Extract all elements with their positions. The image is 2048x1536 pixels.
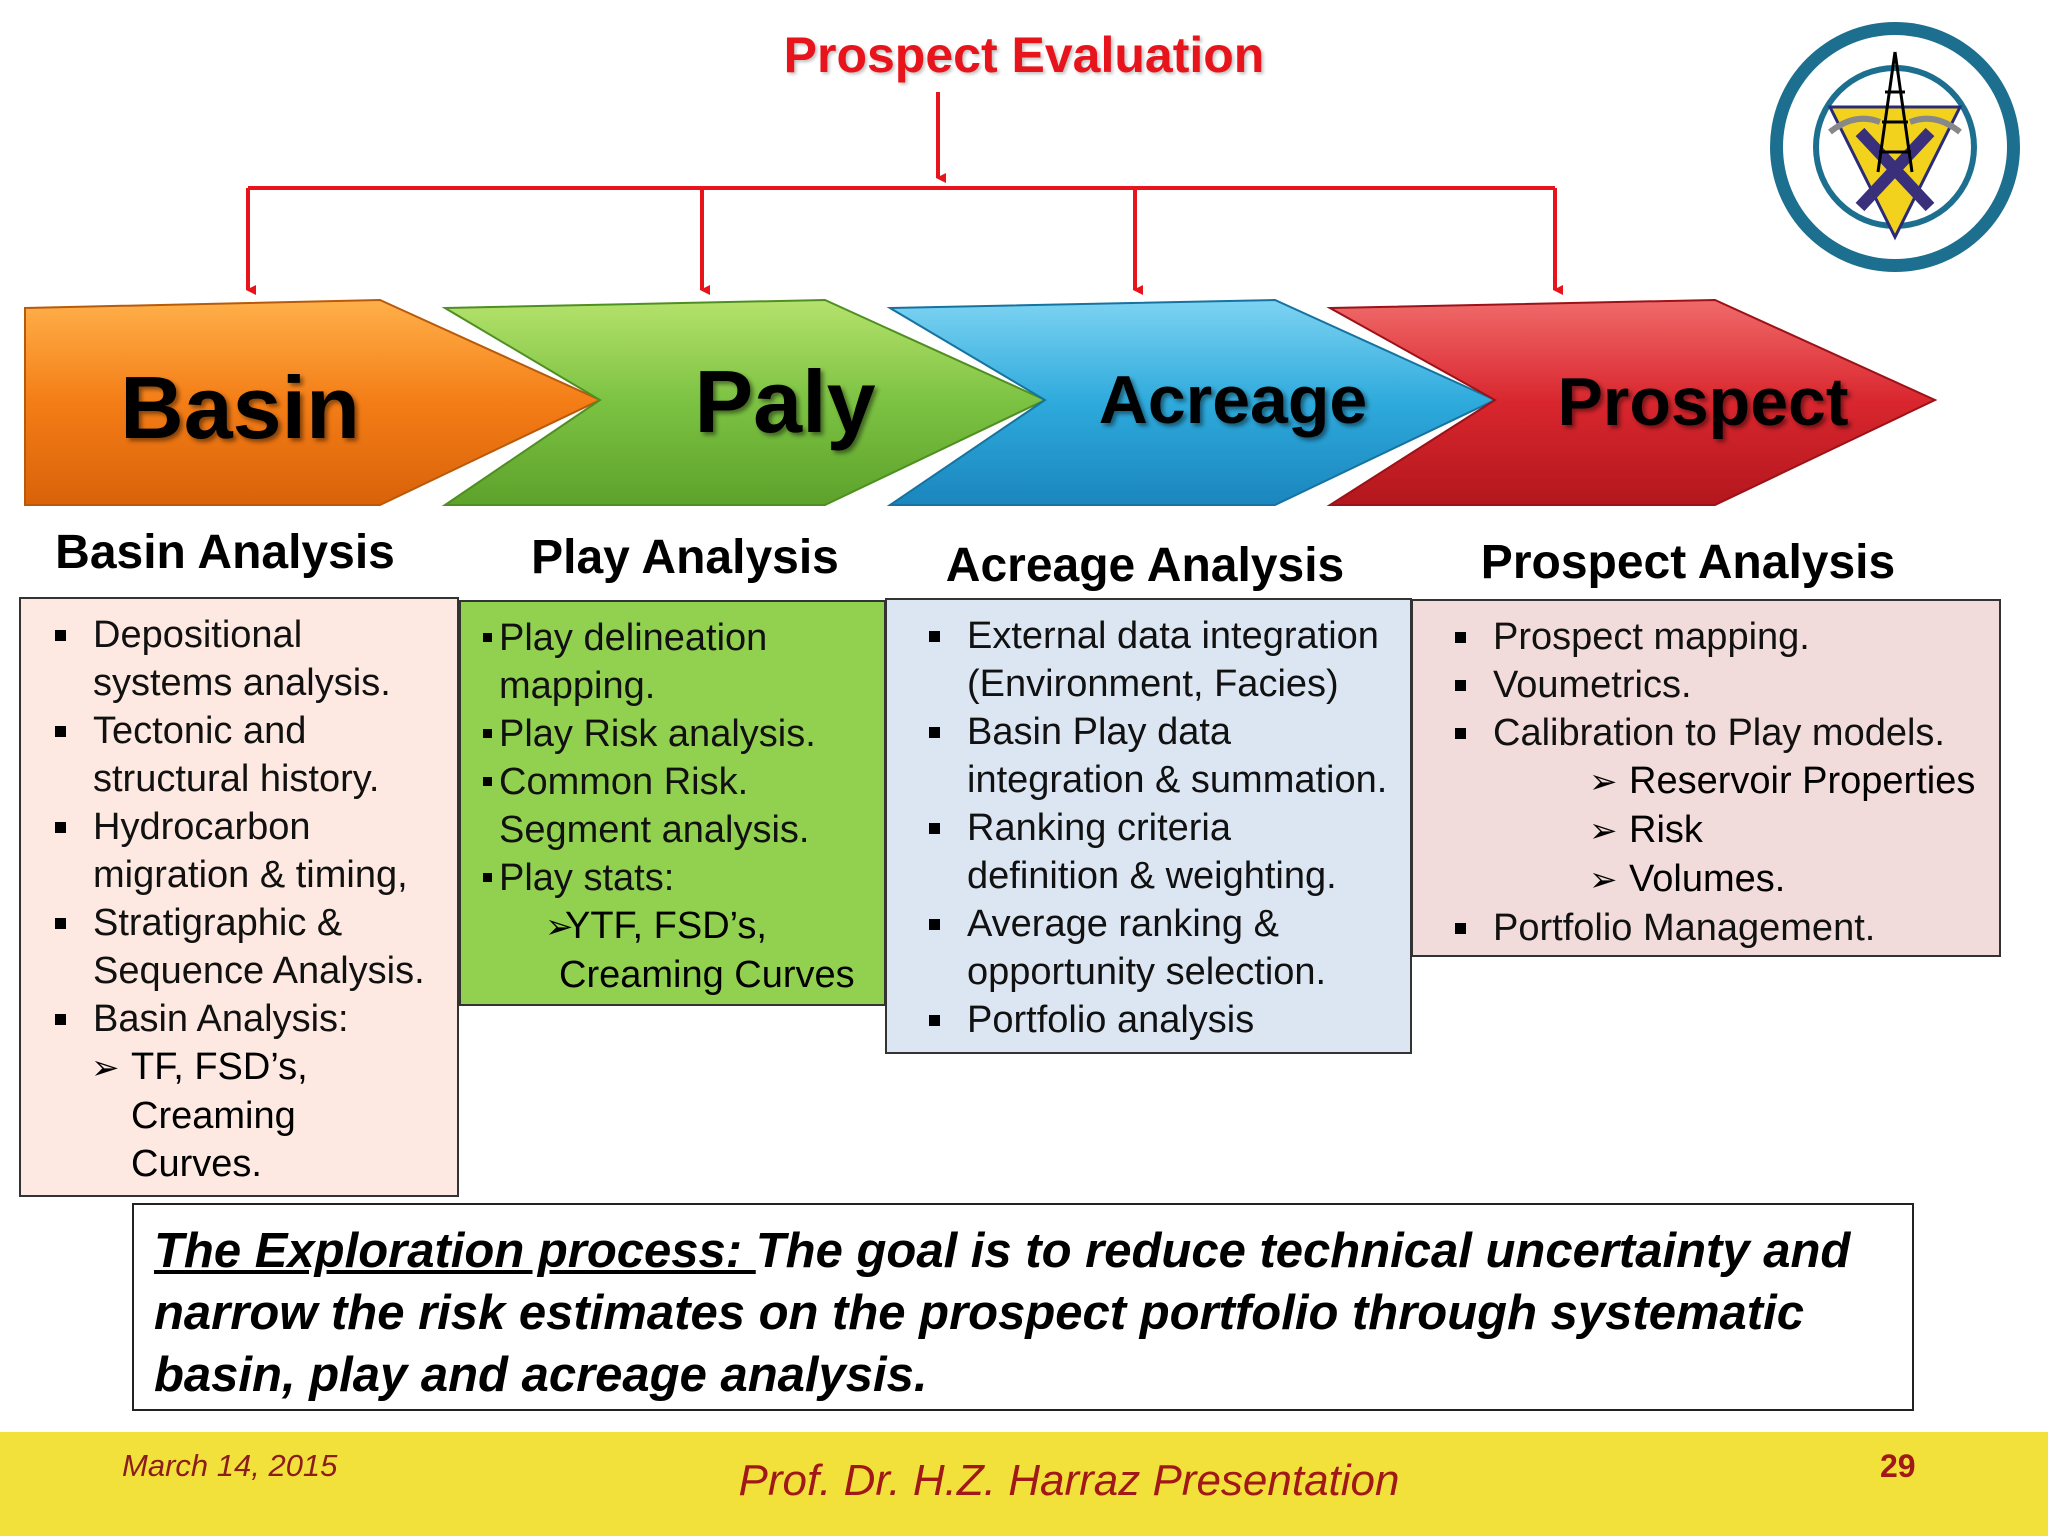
prospect-analysis-list: Prospect mapping. Voumetrics. Calibratio… xyxy=(1431,613,1989,952)
sub-item: ➢YTF, FSD’s, xyxy=(475,902,874,951)
list-item: Common Risk. xyxy=(475,758,874,806)
footer-author: Prof. Dr. H.Z. Harraz Presentation xyxy=(738,1456,1400,1505)
summary-lead: The Exploration process: xyxy=(154,1224,756,1278)
diagram-title: Prospect Evaluation xyxy=(783,27,1265,83)
footer-bar xyxy=(0,1432,2048,1536)
list-item: Segment analysis. xyxy=(499,809,810,851)
arrow-bullet-icon: ➢ xyxy=(1589,812,1618,850)
list-item: Average ranking & xyxy=(905,900,1400,948)
sub-item: ➢TF, FSD’s, xyxy=(31,1043,447,1092)
list-item: External data integration xyxy=(905,612,1400,660)
play-analysis-list: Play delineation mapping. Play Risk anal… xyxy=(475,614,874,999)
basin-analysis-list: Depositional systems analysis. Tectonic … xyxy=(31,611,447,1188)
footer-date: March 14, 2015 xyxy=(122,1448,338,1483)
basin-analysis-box: Depositional systems analysis. Tectonic … xyxy=(19,597,459,1197)
play-chevron xyxy=(441,298,1048,506)
stage-label-prospect: Prospect xyxy=(1557,364,1849,440)
sub-item-continued: Creaming Curves xyxy=(559,954,855,996)
basin-chevron xyxy=(24,298,603,506)
arrow-bullet-icon: ➢ xyxy=(545,908,574,946)
summary-box: The Exploration process: The goal is to … xyxy=(132,1203,1914,1411)
list-item: migration & timing, xyxy=(93,854,408,896)
list-item: Ranking criteria xyxy=(905,804,1400,852)
play-analysis-box: Play delineation mapping. Play Risk anal… xyxy=(459,600,886,1006)
stage-chevrons xyxy=(24,298,1938,506)
heading-basin-analysis: Basin Analysis xyxy=(55,526,395,579)
list-item: definition & weighting. xyxy=(967,855,1337,897)
stage-label-play: Paly xyxy=(694,352,876,451)
acreage-analysis-box: External data integration (Environment, … xyxy=(885,598,1412,1054)
list-item: Voumetrics. xyxy=(1431,661,1989,709)
list-item: opportunity selection. xyxy=(967,951,1327,993)
stage-label-basin: Basin xyxy=(120,358,360,457)
page-number: 29 xyxy=(1880,1448,1916,1484)
heading-acreage-analysis: Acreage Analysis xyxy=(945,539,1345,592)
sub-item-continued: Curves. xyxy=(131,1143,262,1185)
list-item: Hydrocarbon xyxy=(31,803,447,851)
list-item: Tectonic and xyxy=(31,707,447,755)
sub-item: ➢Risk xyxy=(1431,806,1989,855)
list-item: Portfolio analysis xyxy=(905,996,1400,1044)
sub-item: ➢Volumes. xyxy=(1431,855,1989,904)
sub-item: ➢Reservoir Properties xyxy=(1431,757,1989,806)
arrow-bullet-icon: ➢ xyxy=(1589,861,1618,899)
list-item: structural history. xyxy=(93,758,380,800)
list-item: Stratigraphic & xyxy=(31,899,447,947)
acreage-chevron xyxy=(886,298,1498,506)
list-item: mapping. xyxy=(499,665,656,707)
list-item: (Environment, Facies) xyxy=(967,663,1339,705)
acreage-analysis-list: External data integration (Environment, … xyxy=(905,612,1400,1044)
list-item: Play stats: xyxy=(475,854,874,902)
list-item: Sequence Analysis. xyxy=(93,950,425,992)
arrow-bullet-icon: ➢ xyxy=(1589,763,1618,801)
heading-play-analysis: Play Analysis xyxy=(531,531,839,584)
prospect-analysis-box: Prospect mapping. Voumetrics. Calibratio… xyxy=(1411,599,2001,957)
prospect-chevron xyxy=(1326,298,1938,506)
list-item: Depositional xyxy=(31,611,447,659)
list-item: integration & summation. xyxy=(967,759,1388,801)
list-item: Play Risk analysis. xyxy=(475,710,874,758)
list-item: Calibration to Play models. xyxy=(1431,709,1989,757)
list-item: Basin Analysis: xyxy=(31,995,447,1043)
summary-text: The goal is to reduce technical uncertai… xyxy=(154,1224,1851,1402)
list-item: systems analysis. xyxy=(93,662,391,704)
list-item: Basin Play data xyxy=(905,708,1400,756)
list-item: Prospect mapping. xyxy=(1431,613,1989,661)
list-item: Play delineation xyxy=(475,614,874,662)
connector-lines xyxy=(246,92,1563,295)
sub-item-continued: Creaming xyxy=(131,1095,296,1137)
arrow-bullet-icon: ➢ xyxy=(91,1049,120,1087)
list-item: Portfolio Management. xyxy=(1431,904,1989,952)
university-logo xyxy=(1770,22,2020,272)
heading-prospect-analysis: Prospect Analysis xyxy=(1480,536,1896,589)
stage-label-acreage: Acreage xyxy=(1098,362,1368,438)
